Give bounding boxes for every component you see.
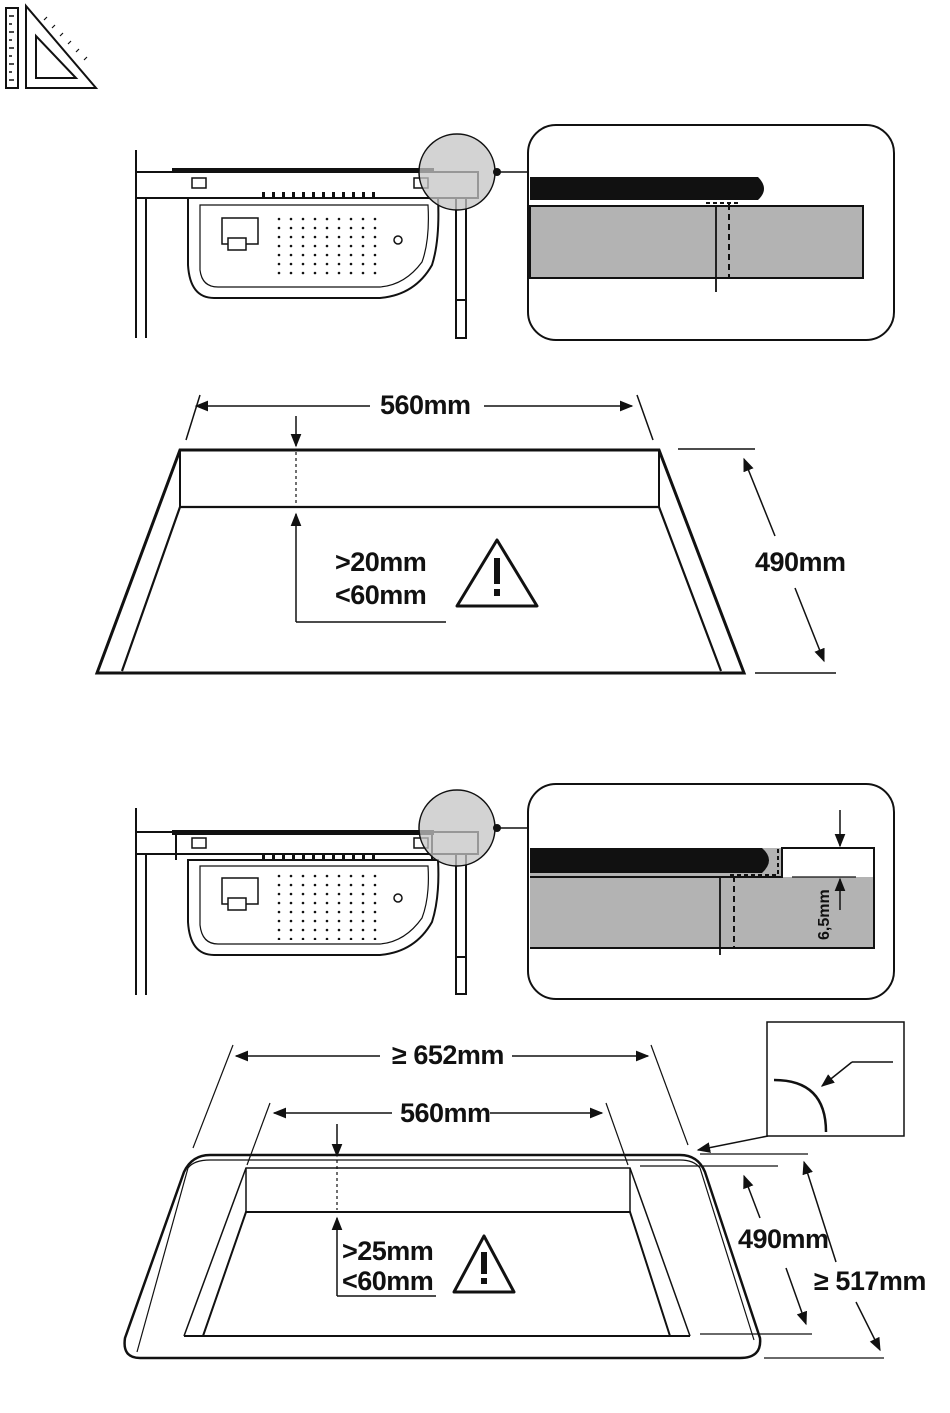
thickness-min-label: >25mm xyxy=(342,1236,433,1266)
side-view-flush-mount: 6,5mm xyxy=(136,784,894,999)
thickness-max-label: <60mm xyxy=(335,580,426,610)
outer-depth-label: ≥ 517mm xyxy=(814,1266,926,1296)
ruler-and-set-square-icon xyxy=(6,6,96,88)
rounded-corner-detail-icon xyxy=(767,1022,904,1136)
outer-width-label: ≥ 652mm xyxy=(392,1040,504,1070)
recess-depth-label: 6,5mm xyxy=(816,889,833,940)
cutout-flush-edge: 560mm 490mm >20mm <60mm xyxy=(97,390,846,673)
thickness-min-label: >20mm xyxy=(335,547,426,577)
warning-triangle-icon xyxy=(457,540,537,606)
width-label: 560mm xyxy=(380,390,471,420)
side-view-flush-edge xyxy=(136,125,894,340)
inner-depth-label: 490mm xyxy=(738,1224,829,1254)
depth-label: 490mm xyxy=(755,547,846,577)
thickness-max-label: <60mm xyxy=(342,1266,433,1296)
warning-triangle-icon xyxy=(454,1236,514,1292)
cutout-flush-mount: ≥ 652mm 560mm 490mm ≥ 517mm >25mm <60mm xyxy=(125,1022,926,1358)
inner-width-label: 560mm xyxy=(400,1098,491,1128)
